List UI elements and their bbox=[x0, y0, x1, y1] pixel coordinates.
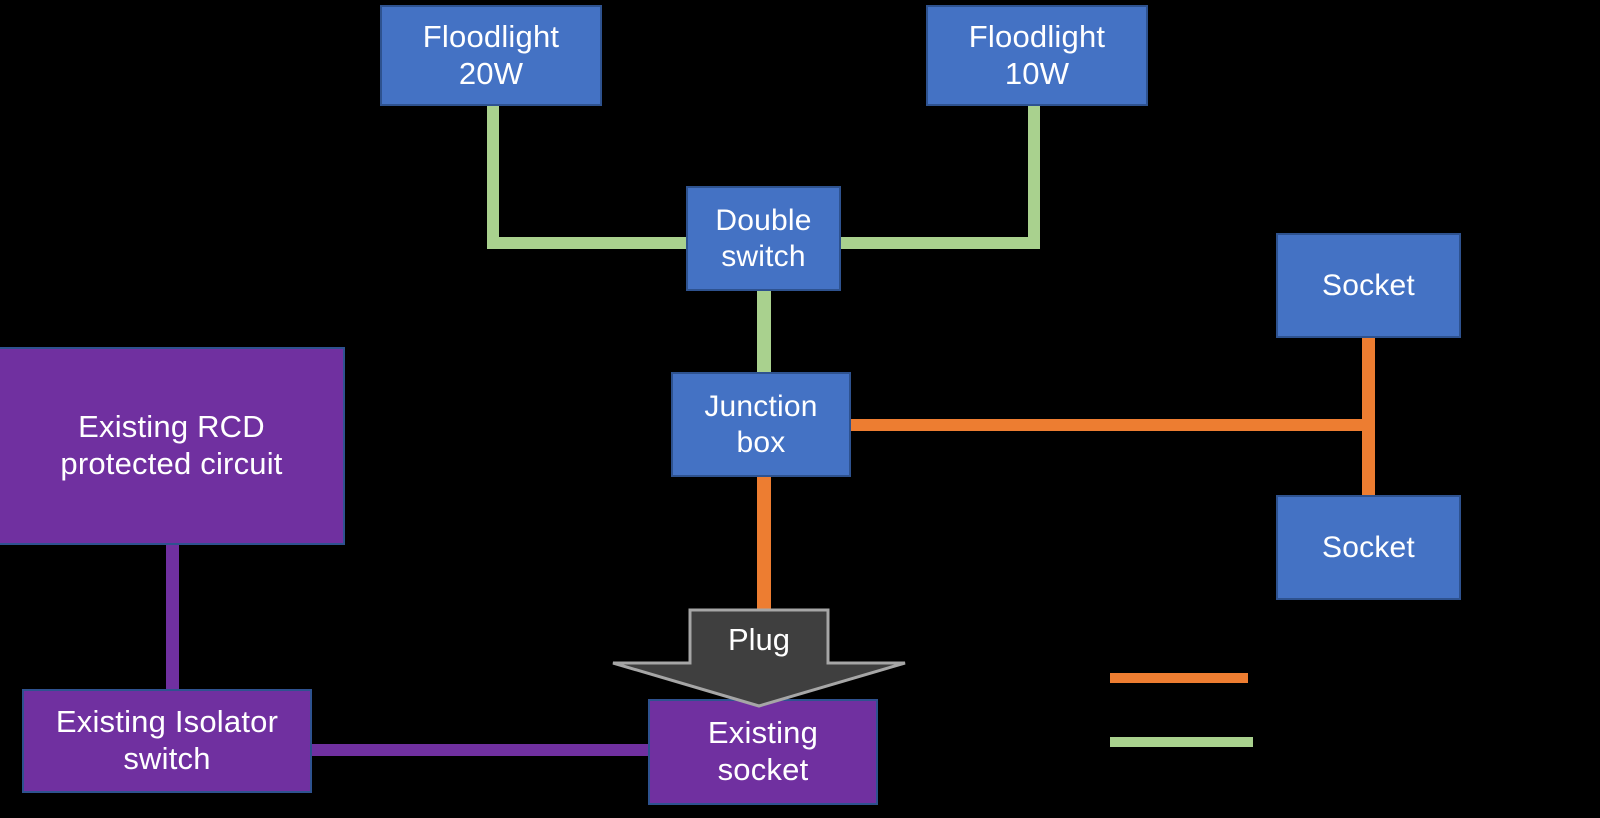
node-existing-isolator-switch[interactable]: Existing Isolator switch bbox=[22, 689, 312, 793]
node-label: Socket bbox=[1322, 530, 1415, 564]
wire-sockets-vertical-trunk bbox=[1362, 336, 1375, 502]
node-existing-socket[interactable]: Existing socket bbox=[648, 699, 878, 805]
node-label: Existing socket bbox=[707, 715, 819, 787]
node-socket-top[interactable]: Socket bbox=[1276, 233, 1461, 338]
node-label: Floodlight 20W bbox=[422, 18, 560, 91]
wire-isolator-existingsocket bbox=[305, 744, 653, 756]
wire-floodlight10w-horizontal bbox=[834, 237, 1040, 249]
plug-arrow-icon bbox=[612, 608, 906, 708]
wire-junctionbox-plug bbox=[757, 474, 771, 614]
node-plug[interactable]: Plug bbox=[611, 608, 907, 708]
node-label: Socket bbox=[1322, 268, 1415, 302]
wire-floodlight20w-vertical bbox=[487, 103, 499, 249]
wire-junctionbox-sockets-horizontal bbox=[845, 419, 1372, 431]
node-double-switch[interactable]: Double switch bbox=[686, 186, 841, 291]
wire-floodlight20w-horizontal bbox=[487, 237, 692, 249]
node-label: Existing RCD protected circuit bbox=[60, 409, 283, 481]
wire-doubleswitch-junctionbox bbox=[757, 285, 771, 377]
node-junction-box[interactable]: Junction box bbox=[671, 372, 851, 477]
node-floodlight-20w[interactable]: Floodlight 20W bbox=[380, 5, 602, 106]
node-label: Junction box bbox=[704, 390, 818, 459]
legend-swatch-orange bbox=[1110, 673, 1248, 683]
node-existing-rcd-circuit[interactable]: Existing RCD protected circuit bbox=[0, 347, 345, 545]
node-socket-bottom[interactable]: Socket bbox=[1276, 495, 1461, 600]
node-label: Double switch bbox=[715, 204, 812, 273]
legend-swatch-green bbox=[1110, 737, 1253, 747]
node-floodlight-10w[interactable]: Floodlight 10W bbox=[926, 5, 1148, 106]
wire-rcd-isolator bbox=[166, 542, 179, 692]
wire-floodlight10w-vertical bbox=[1028, 103, 1040, 249]
node-label: Floodlight 10W bbox=[968, 18, 1106, 91]
node-label: Existing Isolator switch bbox=[55, 704, 279, 776]
